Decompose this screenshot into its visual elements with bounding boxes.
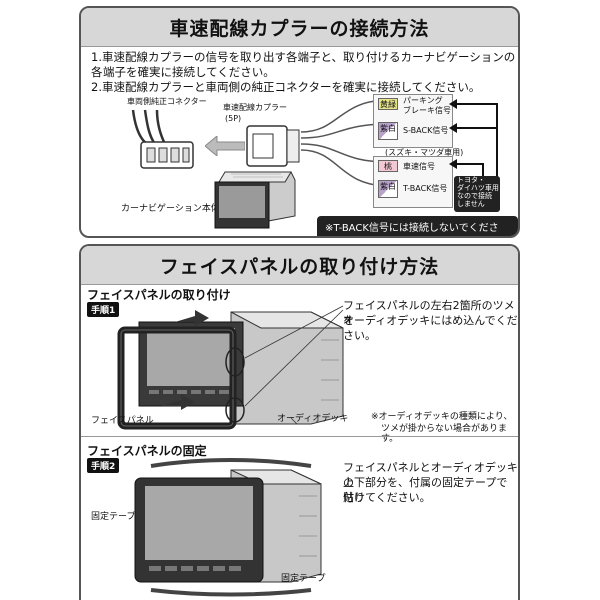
- coupler-title: 車速配線カプラーの接続方法: [169, 18, 430, 40]
- toyota-note-1: トヨタ・: [457, 176, 485, 184]
- suzuki-mazda-label: (スズキ・マツダ車用): [385, 148, 464, 157]
- coupler-title-bar: [81, 8, 518, 47]
- coupler-label: 車速配線カプラー: [223, 103, 287, 112]
- navi-unit-label: カーナビゲーション本体: [121, 204, 220, 214]
- section-divider: [81, 436, 518, 437]
- section-1-desc-2: オーディオデッキにはめ込んでください。: [343, 314, 518, 342]
- toyota-note-3: なので接続: [457, 192, 492, 200]
- step-1-line-2: 端子を確実に接続してください。: [103, 65, 275, 79]
- navi-unit-illustration: [214, 171, 296, 229]
- wire-label-speed: 車速信号: [403, 162, 435, 171]
- step-2-line: 2.車速配線カプラーと車両側の純正コネクターを確実に接続してください。: [91, 80, 481, 94]
- vehicle-connector-label: 車両側純正コネクター: [127, 97, 207, 106]
- section-2-desc-1: フェイスパネルとオーディオデッキの: [343, 461, 518, 489]
- section-2-desc-3: 付けてください。: [343, 491, 431, 504]
- coupler-pins-label: (5P): [225, 114, 242, 123]
- vehicle-connector-illustration: [131, 109, 194, 169]
- toyota-note-4: しません: [457, 200, 485, 208]
- wire-color-pink: 桃: [378, 160, 398, 172]
- audio-deck-label: オーディオデッキ: [277, 414, 349, 424]
- coupler-illustration: [246, 125, 300, 167]
- toyota-note-box: [454, 176, 500, 212]
- wire-label-parking-1: パーキング: [403, 96, 443, 105]
- section-1-desc-1: フェイスパネルの左右2箇所のツメを: [343, 299, 515, 327]
- face-panel-title-bar: [81, 246, 518, 285]
- toyota-note-2: ダイハツ車用: [457, 184, 499, 192]
- face-panel-install-illustration: [117, 305, 344, 430]
- fix-tape-top-label: 固定テープ: [91, 512, 136, 522]
- section-2-desc-2: 上下部分を、付属の固定テープで貼り: [343, 476, 508, 504]
- face-panel-mounting-panel: フェイスパネルの取り付け方法 フェイスパネルの取り付け 手順1: [79, 244, 520, 600]
- connect-arrow-icon: [205, 136, 245, 156]
- wire-color-purple-white-1: 紫白: [378, 122, 398, 140]
- coupler-connection-panel: 車速配線カプラーの接続方法 1.車速配線カプラーの信号を取り出す各端子と、取り付…: [79, 6, 520, 238]
- section-2-heading: フェイスパネルの固定: [87, 444, 207, 458]
- route-arrows: [449, 99, 498, 182]
- step-2-tag: 手順2: [87, 458, 120, 473]
- section-1-heading: フェイスパネルの取り付け: [87, 288, 231, 302]
- face-panel-label-1: フェイスパネル: [91, 416, 154, 426]
- section-1-note-2: ツメが掛からない場合があります。: [381, 424, 508, 444]
- fix-tape-bottom-label: 固定テープ: [281, 574, 326, 584]
- wire-color-yellow-green: 黄緑: [378, 98, 398, 110]
- wire-label-sback: S-BACK信号: [403, 126, 449, 135]
- step-1-tag: 手順1: [87, 302, 120, 317]
- face-panel-fix-illustration: [134, 458, 322, 597]
- section-1-note-1: ※オーディオデッキの種類により、: [371, 412, 513, 422]
- step-1-line-1: 1.車速配線カプラーの信号を取り出す各端子と、取り付けるカーナビゲーションの各: [91, 50, 516, 79]
- wire-label-parking-2: ブレーキ信号: [403, 106, 451, 115]
- wire-color-purple-white-2: 紫白: [378, 180, 398, 198]
- face-panel-title: フェイスパネルの取り付け方法: [159, 256, 440, 278]
- tback-warning: ※T-BACK信号には接続しないでください。: [317, 216, 518, 236]
- wire-label-tback: T-BACK信号: [403, 184, 448, 193]
